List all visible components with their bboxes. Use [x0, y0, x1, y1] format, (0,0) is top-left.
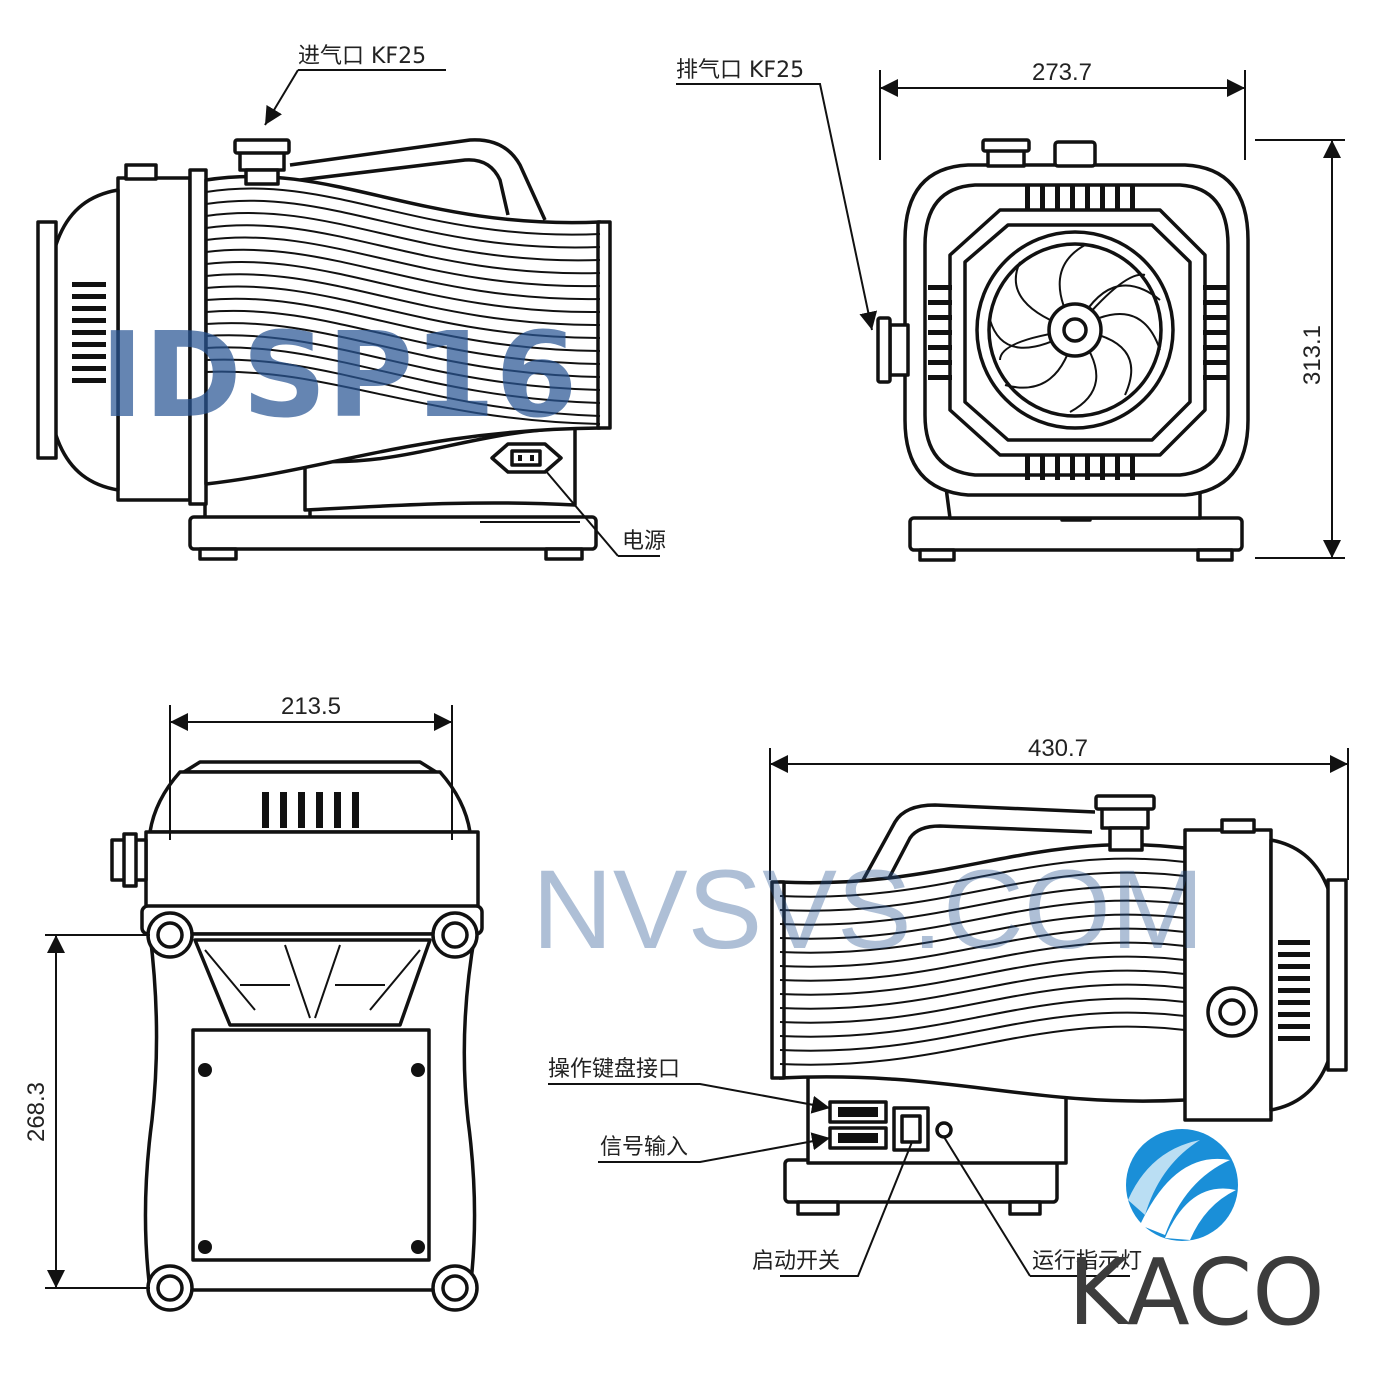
left-cover-vents [72, 282, 106, 383]
leader-lines [265, 69, 1130, 1277]
body-fins-right [779, 857, 1186, 1066]
site-watermark: NVSVS.COM [532, 847, 1204, 972]
model-watermark: IDSP16 [100, 306, 578, 444]
front-width-dimension: 273.7 [1032, 59, 1092, 86]
start-switch-label: 启动开关 [752, 1249, 840, 1274]
top-depth-dimension: 268.3 [23, 1082, 50, 1142]
run-indicator-label: 运行指示灯 [1032, 1249, 1142, 1274]
rear-cover-vents [1278, 940, 1310, 1041]
inlet-label: 进气口 KF25 [298, 44, 426, 69]
top-view-vents [262, 792, 359, 828]
top-width-dimension: 213.5 [281, 693, 341, 720]
power-label: 电源 [622, 529, 666, 554]
top-view [110, 760, 484, 1312]
cooling-fan [975, 230, 1175, 430]
kaco-logo: KACO [1068, 1129, 1325, 1346]
dimension-lines [45, 70, 1349, 1289]
front-left-fins [928, 285, 952, 380]
front-view [876, 138, 1250, 562]
logo-wordmark: KACO [1068, 1239, 1325, 1346]
exhaust-label: 排气口 KF25 [676, 58, 804, 83]
front-height-dimension: 313.1 [1299, 325, 1326, 385]
side-length-dimension: 430.7 [1028, 735, 1088, 762]
front-bottom-fins [1025, 456, 1135, 480]
signal-input-label: 信号输入 [600, 1135, 688, 1160]
side-view-right [770, 794, 1348, 1216]
top-view-wheels [146, 911, 479, 1312]
front-right-fins [1203, 285, 1227, 380]
body-fins-left [205, 187, 601, 425]
front-top-fins [1025, 185, 1135, 209]
keyboard-port-label: 操作键盘接口 [548, 1057, 680, 1082]
